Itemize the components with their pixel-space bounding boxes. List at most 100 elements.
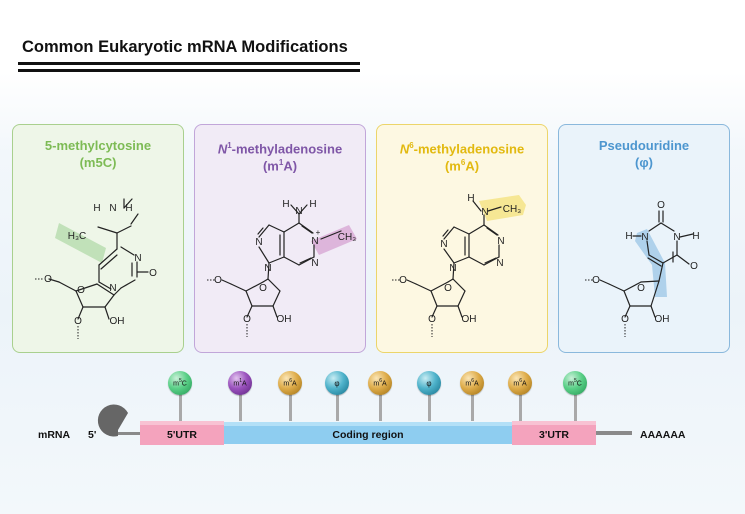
card-title: 5-methylcytosine (44, 138, 152, 153)
atom-oh: OH (277, 314, 292, 325)
title-underline (18, 62, 360, 65)
marker-stick (573, 392, 577, 421)
marker-label: m1A (233, 378, 247, 388)
atom-n: N (311, 258, 318, 269)
structure-m5c: H N H N O N H₃C O O O OH (35, 198, 157, 339)
marker-label: m5C (173, 378, 187, 388)
marker-psi: φ (417, 371, 441, 395)
utr5-highlight (140, 421, 224, 425)
marker-stick (518, 392, 522, 421)
marker-psi: φ (325, 371, 349, 395)
coding-region-label: Coding region (332, 429, 404, 441)
atom-n: N (264, 263, 271, 274)
atom-h: H (93, 203, 100, 214)
marker-label: m6A (283, 378, 297, 388)
utr5-label: 5'UTR (167, 429, 197, 441)
marker-stick (178, 392, 182, 421)
cap-icon (97, 404, 128, 437)
atom-n: N (255, 237, 262, 248)
card-abbreviation: (φ) (635, 155, 653, 170)
marker-label: m6A (373, 378, 387, 388)
marker-stick (427, 392, 431, 421)
marker-m5c: m5C (563, 371, 587, 395)
atom-oh: OH (655, 314, 670, 325)
marker-stick (335, 392, 339, 421)
atom-o: O (44, 274, 52, 285)
atom-o: O (592, 275, 600, 286)
atom-o: O (621, 314, 629, 325)
atom-n: N (311, 236, 318, 247)
marker-m5c: m5C (168, 371, 192, 395)
coding-highlight (224, 422, 512, 426)
atom-h3c: H₃C (68, 231, 87, 242)
atom-n: N (673, 232, 680, 243)
title-underline-second (18, 69, 360, 72)
atom-h: H (282, 199, 289, 210)
highlight-methyl (311, 225, 357, 255)
structure-pseudouridine: O N H O N H O O O OH (585, 200, 700, 337)
marker-stick (470, 392, 474, 421)
atom-o: O (214, 275, 222, 286)
card-pseudouridine: Pseudouridine (φ) (558, 124, 730, 353)
marker-label: m5C (568, 378, 582, 388)
atom-h: H (125, 203, 132, 214)
marker-m6a: m6A (278, 371, 302, 395)
highlight-methyl (479, 195, 526, 221)
atom-n: N (134, 253, 141, 264)
atom-h: H (692, 231, 699, 242)
atom-o: O (259, 283, 267, 294)
card-m6a: N6-methyladenosine (m6A) (376, 124, 548, 353)
highlight-methyl (55, 223, 106, 263)
marker-m6a: m6A (508, 371, 532, 395)
atom-o: O (637, 283, 645, 294)
marker-stick (378, 392, 382, 421)
marker-label: m6A (465, 378, 479, 388)
marker-stick (238, 392, 242, 421)
structure-m1a: H N H N + CH₃ N N N O O O OH (207, 199, 357, 337)
atom-n: N (295, 206, 302, 217)
card-abbreviation: (m6A) (444, 158, 480, 174)
atom-oh: OH (110, 316, 125, 327)
atom-n: N (641, 232, 648, 243)
atom-o: O (77, 285, 85, 296)
atom-plus: + (316, 228, 321, 237)
marker-label: φ (426, 378, 432, 388)
atom-oh: OH (462, 314, 477, 325)
atom-o: O (243, 314, 251, 325)
card-abbreviation: (m5C) (79, 155, 117, 170)
atom-o: O (428, 314, 436, 325)
page-title: Common Eukaryotic mRNA Modifications (22, 38, 348, 56)
marker-m6a: m6A (460, 371, 484, 395)
marker-label: m6A (513, 378, 527, 388)
card-title: N6-methyladenosine (399, 141, 525, 157)
utr3-label: 3'UTR (539, 429, 569, 441)
poly-a-tail-label: AAAAAA (640, 429, 686, 441)
atom-o: O (444, 283, 452, 294)
utr3-highlight (512, 421, 596, 425)
atom-o: O (690, 261, 698, 272)
card-title: N1-methyladenosine (217, 141, 343, 157)
atom-h: H (625, 231, 632, 242)
atom-h: H (467, 193, 474, 204)
atom-n: N (496, 258, 503, 269)
structure-m6a: H N CH₃ N N N N O O O OH (392, 193, 526, 337)
mrna-line-right (596, 431, 632, 435)
atom-ch3: CH₃ (503, 204, 522, 215)
card-title: Pseudouridine (598, 138, 690, 153)
marker-m1a: m1A (228, 371, 252, 395)
card-abbreviation: (m1A) (262, 158, 298, 174)
atom-n: N (449, 263, 456, 274)
card-m1a: N1-methyladenosine (m1A) (194, 124, 366, 353)
atom-o: O (149, 268, 157, 279)
marker-stick (288, 392, 292, 421)
atom-n: N (109, 283, 116, 294)
marker-m6a: m6A (368, 371, 392, 395)
atom-n: N (109, 203, 116, 214)
marker-label: φ (334, 378, 340, 388)
atom-h: H (309, 199, 316, 210)
atom-n: N (481, 207, 488, 218)
mrna-label: mRNA (38, 429, 71, 441)
atom-o: O (657, 200, 665, 211)
five-prime-label: 5' (88, 429, 97, 441)
mrna-line-left (118, 432, 140, 435)
